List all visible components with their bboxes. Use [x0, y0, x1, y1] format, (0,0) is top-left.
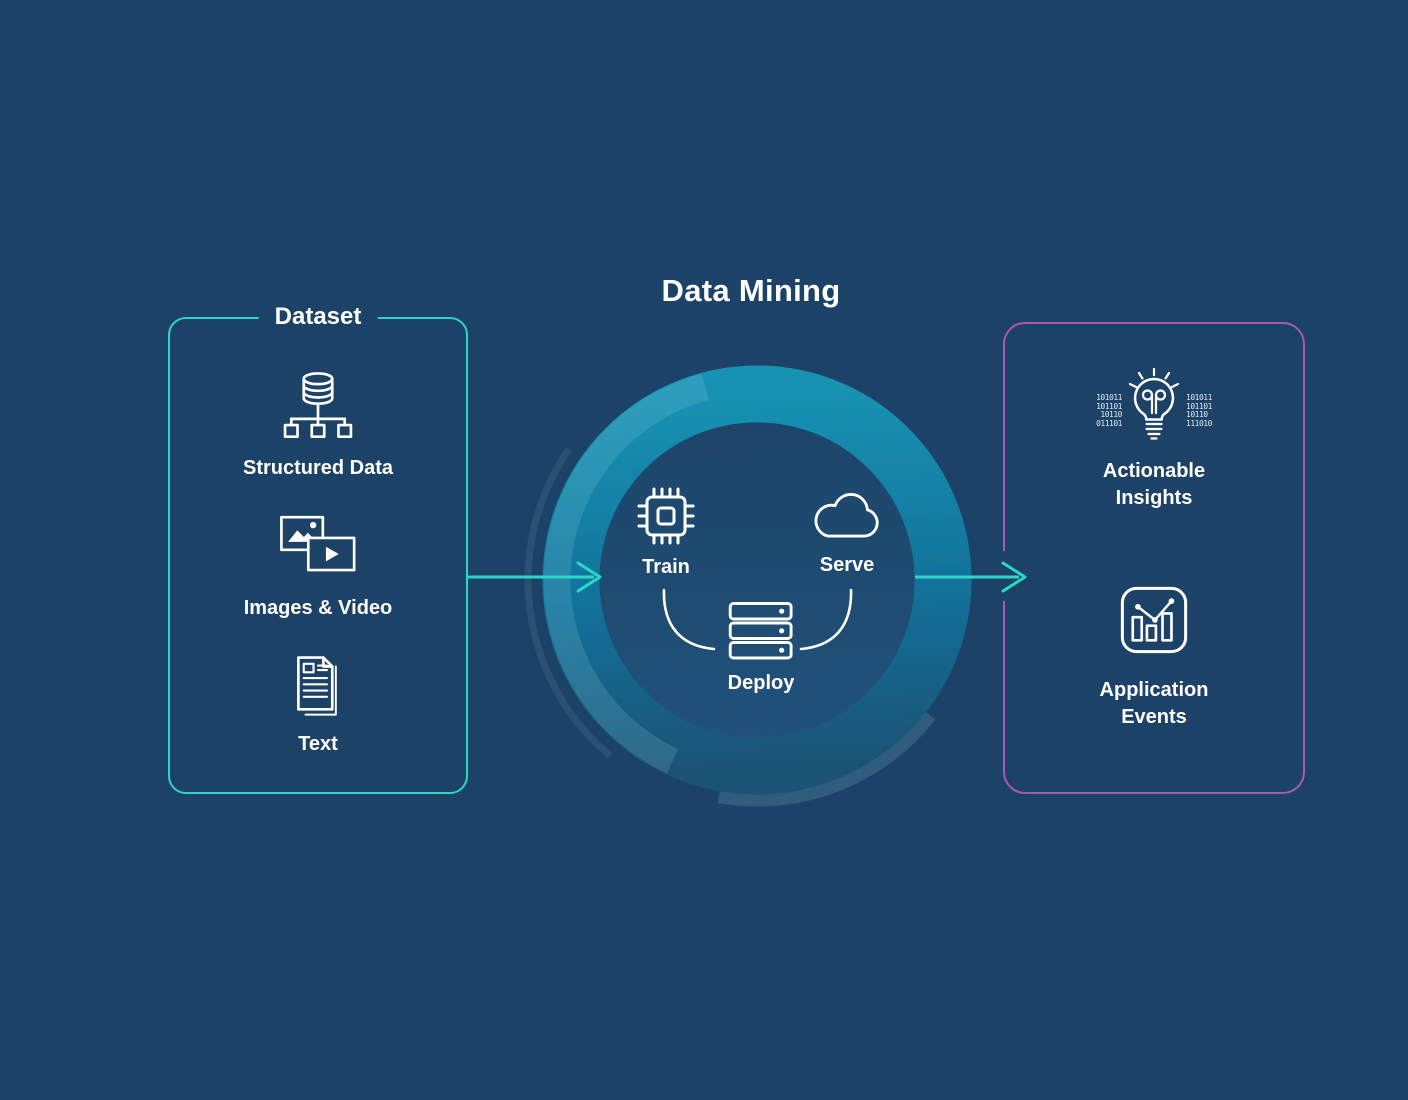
ring-body [542, 365, 972, 795]
cycle-step-deploy: Deploy [727, 602, 795, 696]
ring-bottom-highlight-arc [530, 353, 984, 807]
serve-label: Serve [819, 554, 875, 576]
outputs-panel: 101011 101101 10110 011101 101011 101 [1003, 322, 1305, 794]
page-title: Data Mining [661, 273, 841, 308]
structured-data-label: Structured Data [242, 457, 394, 479]
cycle-connector-arcs [662, 588, 853, 651]
arrow-cycle-to-outputs [915, 561, 1027, 593]
ring-left-highlight-arc [543, 366, 971, 794]
deploy-label: Deploy [727, 672, 795, 694]
actionable-insights-label: Actionable Insights [1102, 460, 1206, 509]
dataset-panel-label: Dataset [258, 302, 378, 331]
chart-events-icon [1120, 586, 1188, 659]
lightbulb-binary-icon: 101011 101101 10110 011101 101011 101 [1096, 368, 1212, 448]
dataset-item-images-video: Images & Video [170, 515, 466, 621]
dataset-panel: Dataset Structured Data [168, 302, 468, 794]
lightbulb-icon [1128, 368, 1180, 440]
database-tree-icon [277, 369, 359, 447]
arrow-dataset-to-cycle [468, 561, 602, 593]
output-item-actionable-insights: 101011 101101 10110 011101 101011 101 [1005, 368, 1303, 512]
cycle-step-train: Train [635, 485, 697, 580]
dataset-item-text: Text [170, 654, 466, 757]
images-video-label: Images & Video [243, 597, 393, 619]
cloud-icon [809, 492, 885, 549]
train-label: Train [642, 556, 690, 578]
cycle-step-serve: Serve [809, 492, 885, 578]
ring-faint-outer-arc [524, 347, 990, 813]
binary-digits-right: 101011 101101 10110 111010 [1186, 393, 1212, 428]
chip-icon [635, 485, 697, 552]
application-events-label: Application Events [1099, 679, 1209, 728]
text-label: Text [298, 733, 338, 755]
binary-digits-left: 101011 101101 10110 011101 [1096, 393, 1122, 428]
server-stack-icon [729, 602, 793, 665]
images-video-icon [279, 515, 357, 587]
text-document-icon [293, 654, 343, 725]
dataset-item-structured-data: Structured Data [170, 369, 466, 481]
output-item-application-events: Application Events [1005, 586, 1303, 731]
